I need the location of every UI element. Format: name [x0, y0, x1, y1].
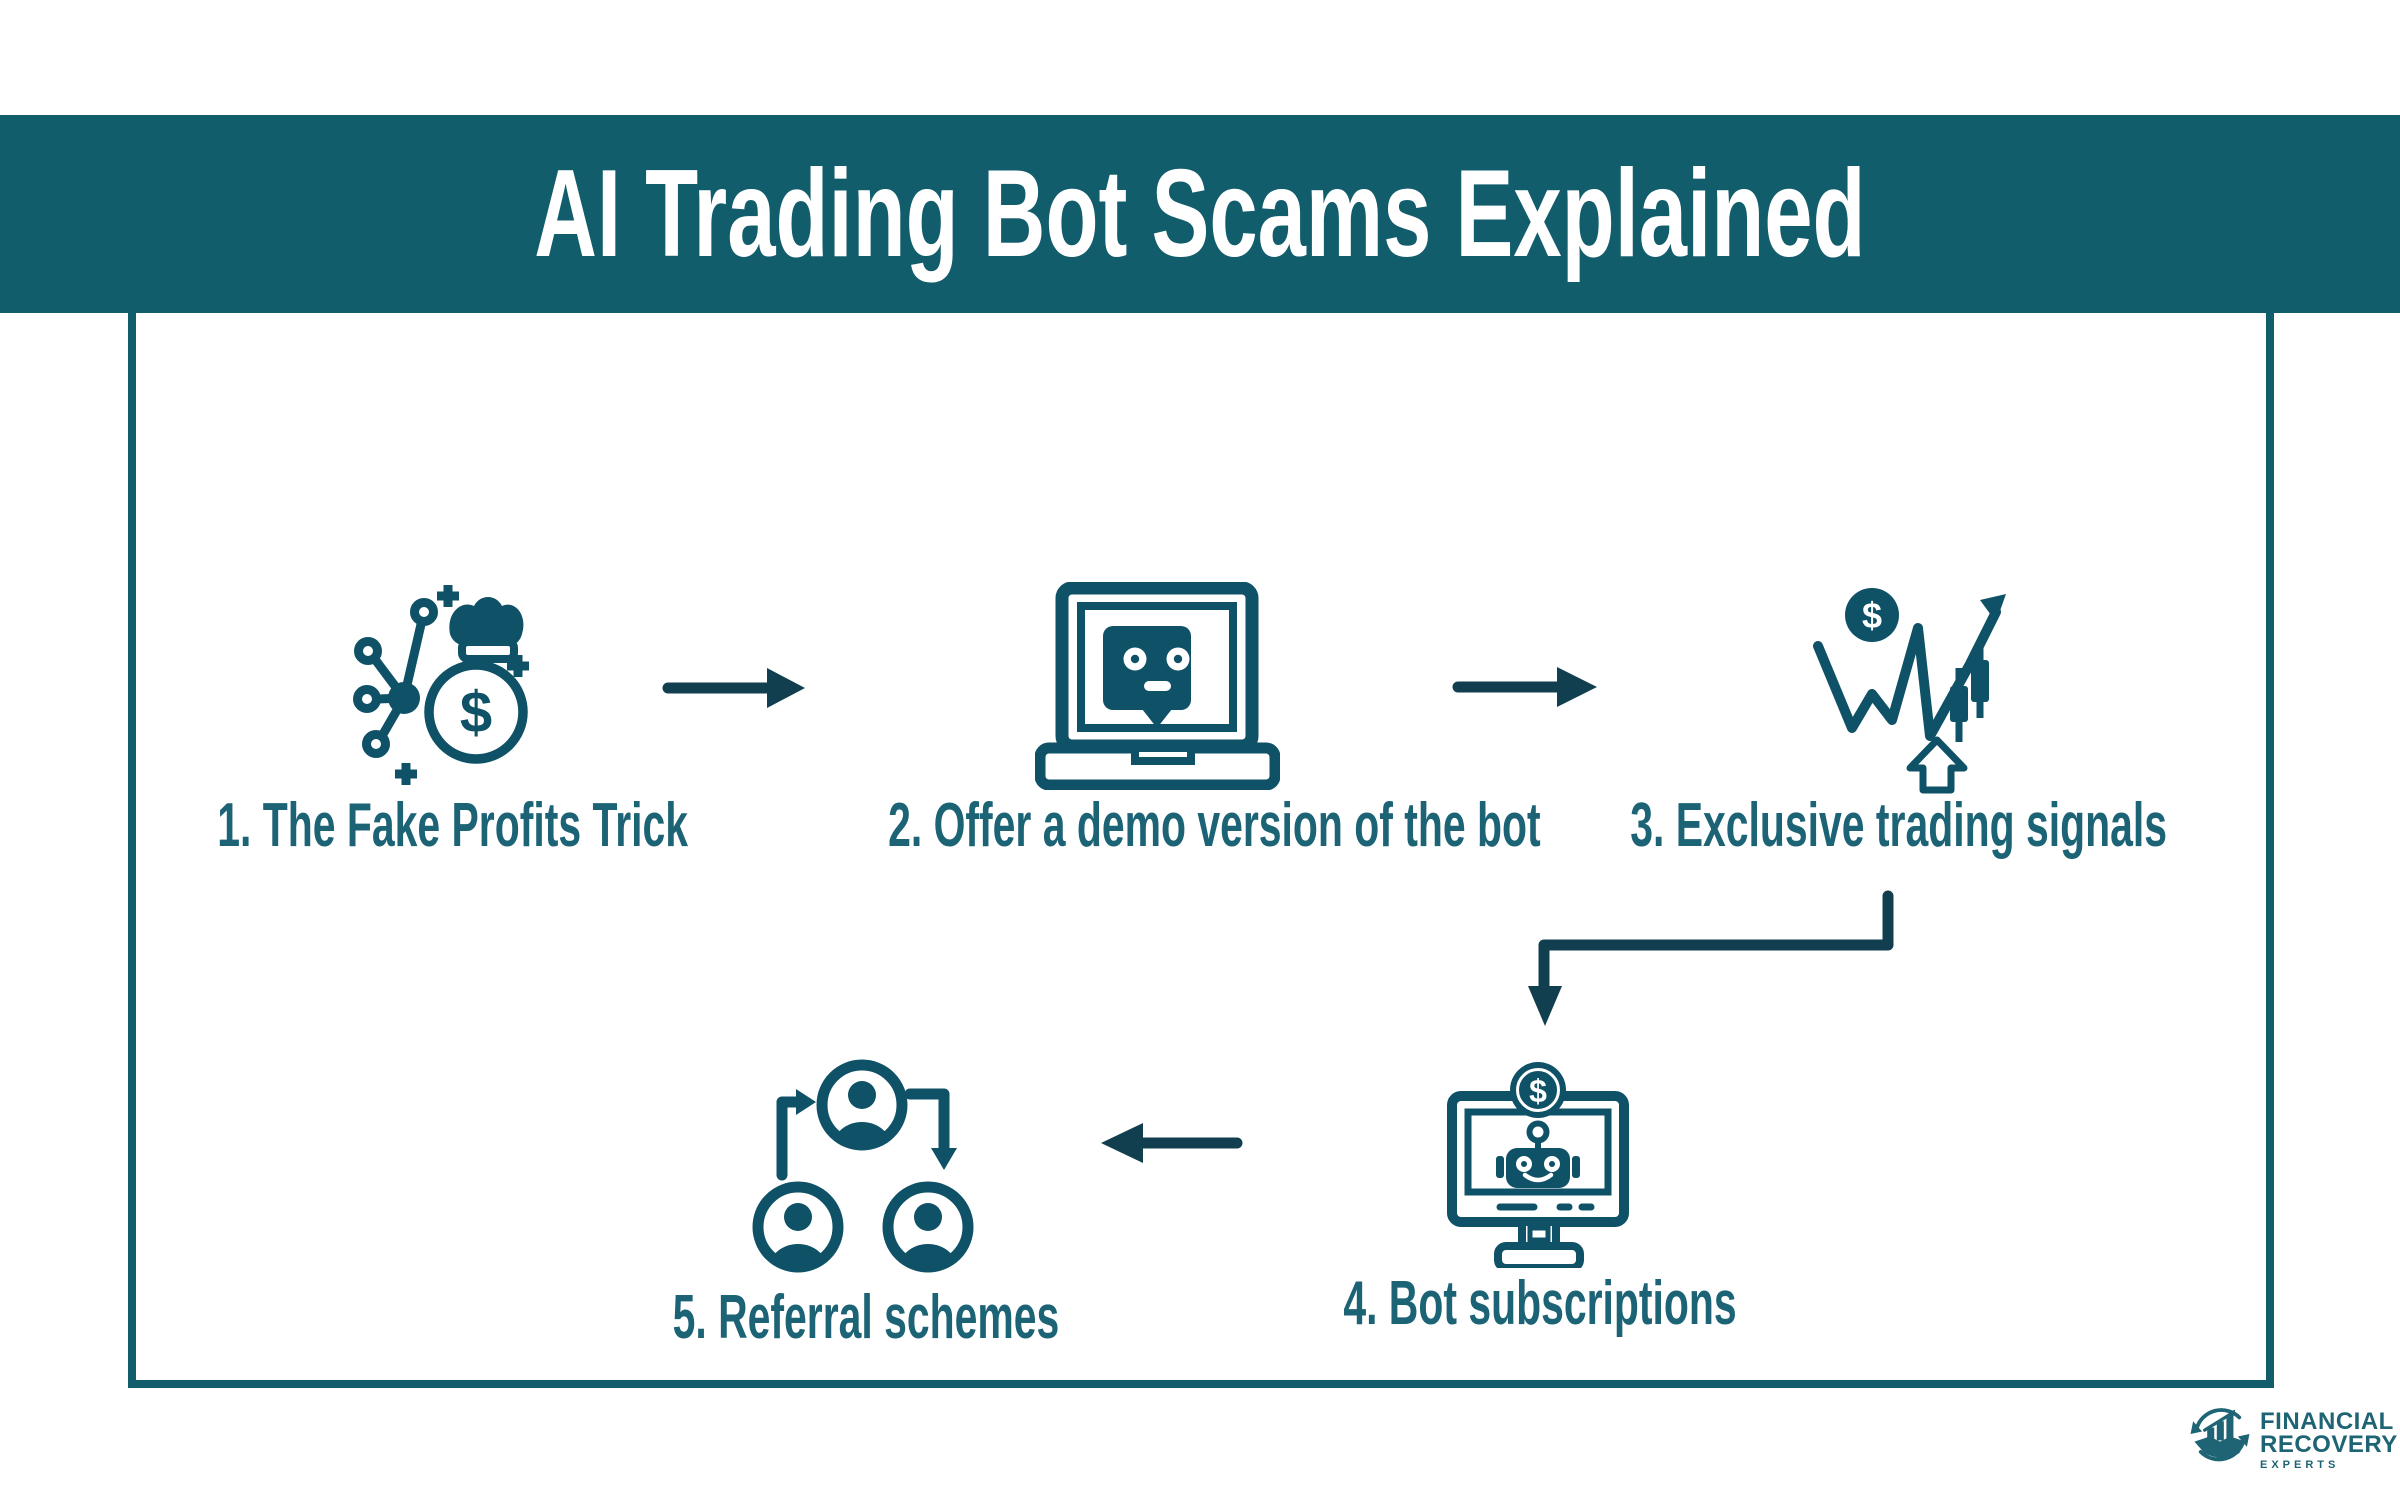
step-5: 5. Referral schemes: [416, 1282, 1316, 1353]
brand-logo: FINANCIAL RECOVERY EXPERTS: [2188, 1402, 2398, 1471]
step-2-label: 2. Offer a demo version of the bot: [888, 791, 1541, 860]
header-banner: AI Trading Bot Scams Explained: [0, 115, 2400, 313]
dollar-sign: $: [1529, 1073, 1547, 1109]
step-1-label: 1. The Fake Profits Trick: [217, 791, 689, 860]
dollar-sign: $: [1862, 595, 1882, 636]
step-3-label: 3. Exclusive trading signals: [1630, 791, 2168, 860]
logo-tagline: EXPERTS: [2260, 1459, 2340, 1471]
financial-recovery-emblem-icon: [2190, 1408, 2250, 1462]
step-3: 3. Exclusive trading signals: [1449, 790, 2349, 861]
flow-arrow-step1-to-step2: [662, 668, 805, 708]
trading-chart-signals-icon: $: [1813, 588, 2006, 794]
flow-arrow-step2-to-step3: [1452, 667, 1597, 707]
step-4-label: 4. Bot subscriptions: [1343, 1269, 1737, 1338]
monitor-bot-icon: $: [1447, 1062, 1629, 1268]
money-bag-network-icon: $: [353, 585, 529, 785]
step-4: 4. Bot subscriptions: [1090, 1268, 1990, 1339]
logo-line2: RECOVERY: [2260, 1431, 2398, 1458]
flow-arrow-step4-to-step5: [1101, 1123, 1243, 1163]
logo-line1: FINANCIAL: [2260, 1408, 2394, 1435]
referral-people-icon: [752, 1059, 974, 1273]
dollar-sign: $: [460, 680, 492, 745]
flow-connector-step3-to-step4: [1528, 890, 1894, 1026]
step-2: 2. Offer a demo version of the bot: [720, 790, 1620, 861]
step-5-label: 5. Referral schemes: [672, 1283, 1060, 1352]
step-1: 1. The Fake Profits Trick: [3, 790, 903, 861]
page-title: AI Trading Bot Scams Explained: [534, 145, 1866, 283]
laptop-bot-icon: [1035, 582, 1280, 790]
content-frame: [128, 313, 2274, 1388]
